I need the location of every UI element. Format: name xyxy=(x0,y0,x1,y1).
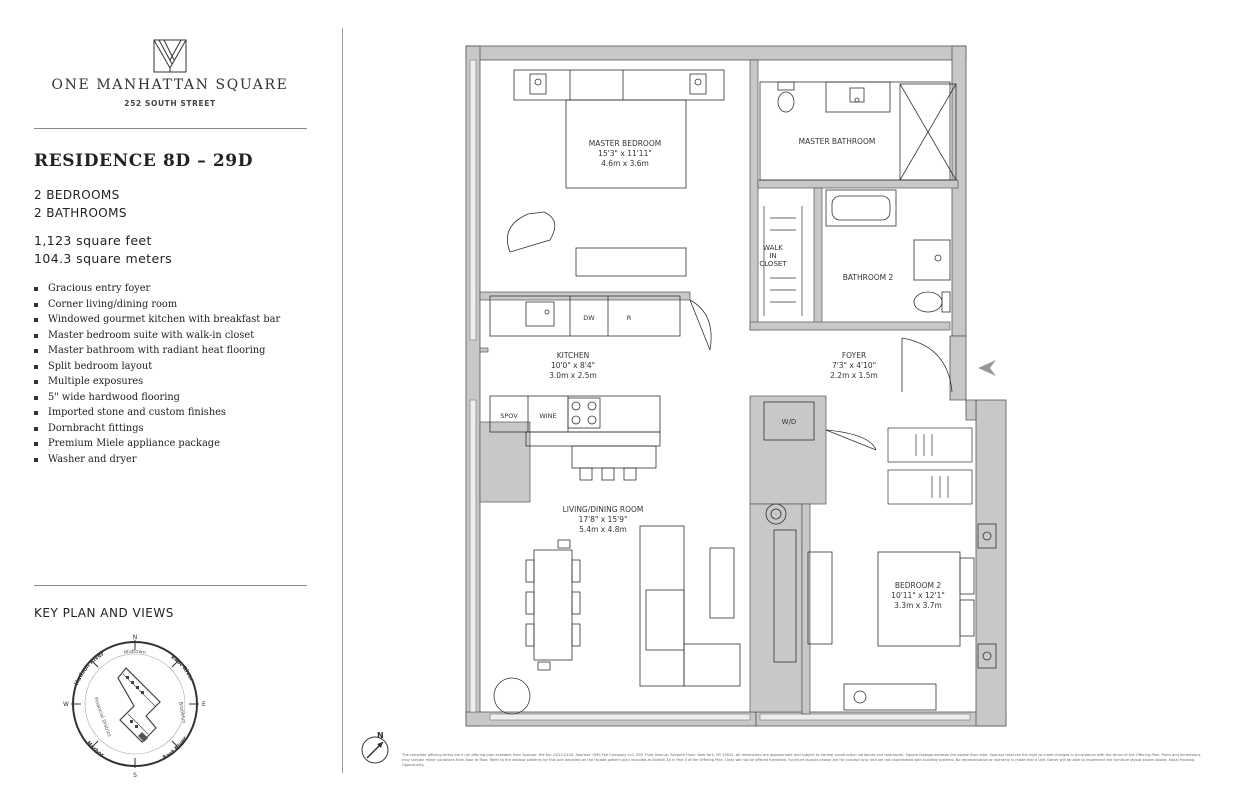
features-list: Gracious entry foyer Corner living/dinin… xyxy=(34,281,280,467)
floor-plan: MASTER BEDROOM 15'3" x 11'11" 4.6m x 3.6… xyxy=(465,45,1007,727)
list-item: Multiple exposures xyxy=(34,374,280,390)
key-midtown-label: Midtown xyxy=(124,649,147,656)
north-arrow-icon: N xyxy=(361,731,389,764)
legal-disclaimer: The complete offering terms are in an of… xyxy=(402,753,1201,767)
key-east-river-bottom-label: East River xyxy=(162,736,188,762)
walk-in-closet-label-3: CLOSET xyxy=(759,260,787,268)
foyer-label: FOYER xyxy=(842,351,866,360)
walk-in-closet-label-2: IN xyxy=(769,252,776,260)
kitchen-label: KITCHEN xyxy=(557,351,590,360)
master-bedroom-dim-m: 4.6m x 3.6m xyxy=(601,159,649,168)
living-dining-dim-ft: 17'8" x 15'9" xyxy=(579,515,628,524)
area-feet: 1,123 square feet xyxy=(34,233,152,248)
bedroom-2-label: BEDROOM 2 xyxy=(895,581,942,590)
kitchen-dim-m: 3.0m x 2.5m xyxy=(549,371,597,380)
foyer-dim-m: 2.2m x 1.5m xyxy=(830,371,878,380)
kitchen-dim-ft: 10'0" x 8'4" xyxy=(551,361,595,370)
wine-label: WINE xyxy=(539,412,556,420)
bedroom-2-dim-m: 3.3m x 3.7m xyxy=(894,601,942,610)
bedroom-2-dim-ft: 10'11" x 12'1" xyxy=(891,591,945,600)
svg-text:Hudson River: Hudson River xyxy=(74,651,106,686)
key-s-label: S xyxy=(133,772,137,778)
list-item: 5" wide hardwood flooring xyxy=(34,390,280,406)
svg-text:Midtown: Midtown xyxy=(124,649,147,656)
key-plan-diagram: N S W E Hudson River East River Harbor E… xyxy=(63,634,206,778)
dishwasher-label: DW xyxy=(583,314,595,322)
svg-text:Harbor: Harbor xyxy=(85,740,105,759)
spov-label: SPOV xyxy=(500,412,518,420)
key-financial-label: Financial District xyxy=(92,697,112,738)
divider xyxy=(34,585,307,586)
brand-logo-icon xyxy=(153,39,187,73)
svg-text:East River: East River xyxy=(170,654,195,682)
master-bedroom-label: MASTER BEDROOM xyxy=(589,139,661,148)
brand-name: ONE MANHATTAN SQUARE xyxy=(51,77,289,93)
list-item: Master bedroom suite with walk-in closet xyxy=(34,328,280,344)
walk-in-closet-label-1: WALK xyxy=(763,244,783,252)
list-item: Washer and dryer xyxy=(34,452,280,468)
north-label: N xyxy=(377,731,384,740)
list-item: Imported stone and custom finishes xyxy=(34,405,280,421)
residence-title: RESIDENCE 8D – 29D xyxy=(34,151,254,171)
bedrooms-count: 2 BEDROOMS xyxy=(34,188,120,202)
brand-address: 252 SOUTH STREET xyxy=(124,99,216,108)
bathrooms-count: 2 BATHROOMS xyxy=(34,206,127,220)
info-panel: ONE MANHATTAN SQUARE 252 SOUTH STREET RE… xyxy=(0,0,340,800)
list-item: Premium Miele appliance package xyxy=(34,436,280,452)
master-bedroom-dim-ft: 15'3" x 11'11" xyxy=(598,149,652,158)
list-item: Windowed gourmet kitchen with breakfast … xyxy=(34,312,280,328)
list-item: Gracious entry foyer xyxy=(34,281,280,297)
key-e-label: E xyxy=(202,701,206,708)
living-dining-dim-m: 5.4m x 4.8m xyxy=(579,525,627,534)
key-n-label: N xyxy=(133,634,138,641)
list-item: Corner living/dining room xyxy=(34,297,280,313)
divider xyxy=(34,128,307,129)
foyer-dim-ft: 7'3" x 4'10" xyxy=(832,361,876,370)
key-east-river-top-label: East River xyxy=(170,654,195,682)
list-item: Split bedroom layout xyxy=(34,359,280,375)
svg-text:East River: East River xyxy=(162,736,188,762)
bathroom-2-label: BATHROOM 2 xyxy=(843,273,894,282)
list-item: Dornbracht fittings xyxy=(34,421,280,437)
refrigerator-label: R xyxy=(627,314,632,322)
washer-dryer-label: W/D xyxy=(782,418,797,426)
panel-divider xyxy=(342,28,343,773)
key-hudson-label: Hudson River xyxy=(74,651,106,686)
key-plan-title: KEY PLAN AND VIEWS xyxy=(34,606,174,620)
living-dining-label: LIVING/DINING ROOM xyxy=(563,505,644,514)
area-meters: 104.3 square meters xyxy=(34,251,173,266)
key-brooklyn-label: Brooklyn xyxy=(177,701,187,724)
master-bathroom-label: MASTER BATHROOM xyxy=(799,137,876,146)
key-harbor-label: Harbor xyxy=(85,740,105,759)
list-item: Master bathroom with radiant heat floori… xyxy=(34,343,280,359)
entry-arrow-icon xyxy=(978,360,996,376)
key-w-label: W xyxy=(63,701,69,708)
